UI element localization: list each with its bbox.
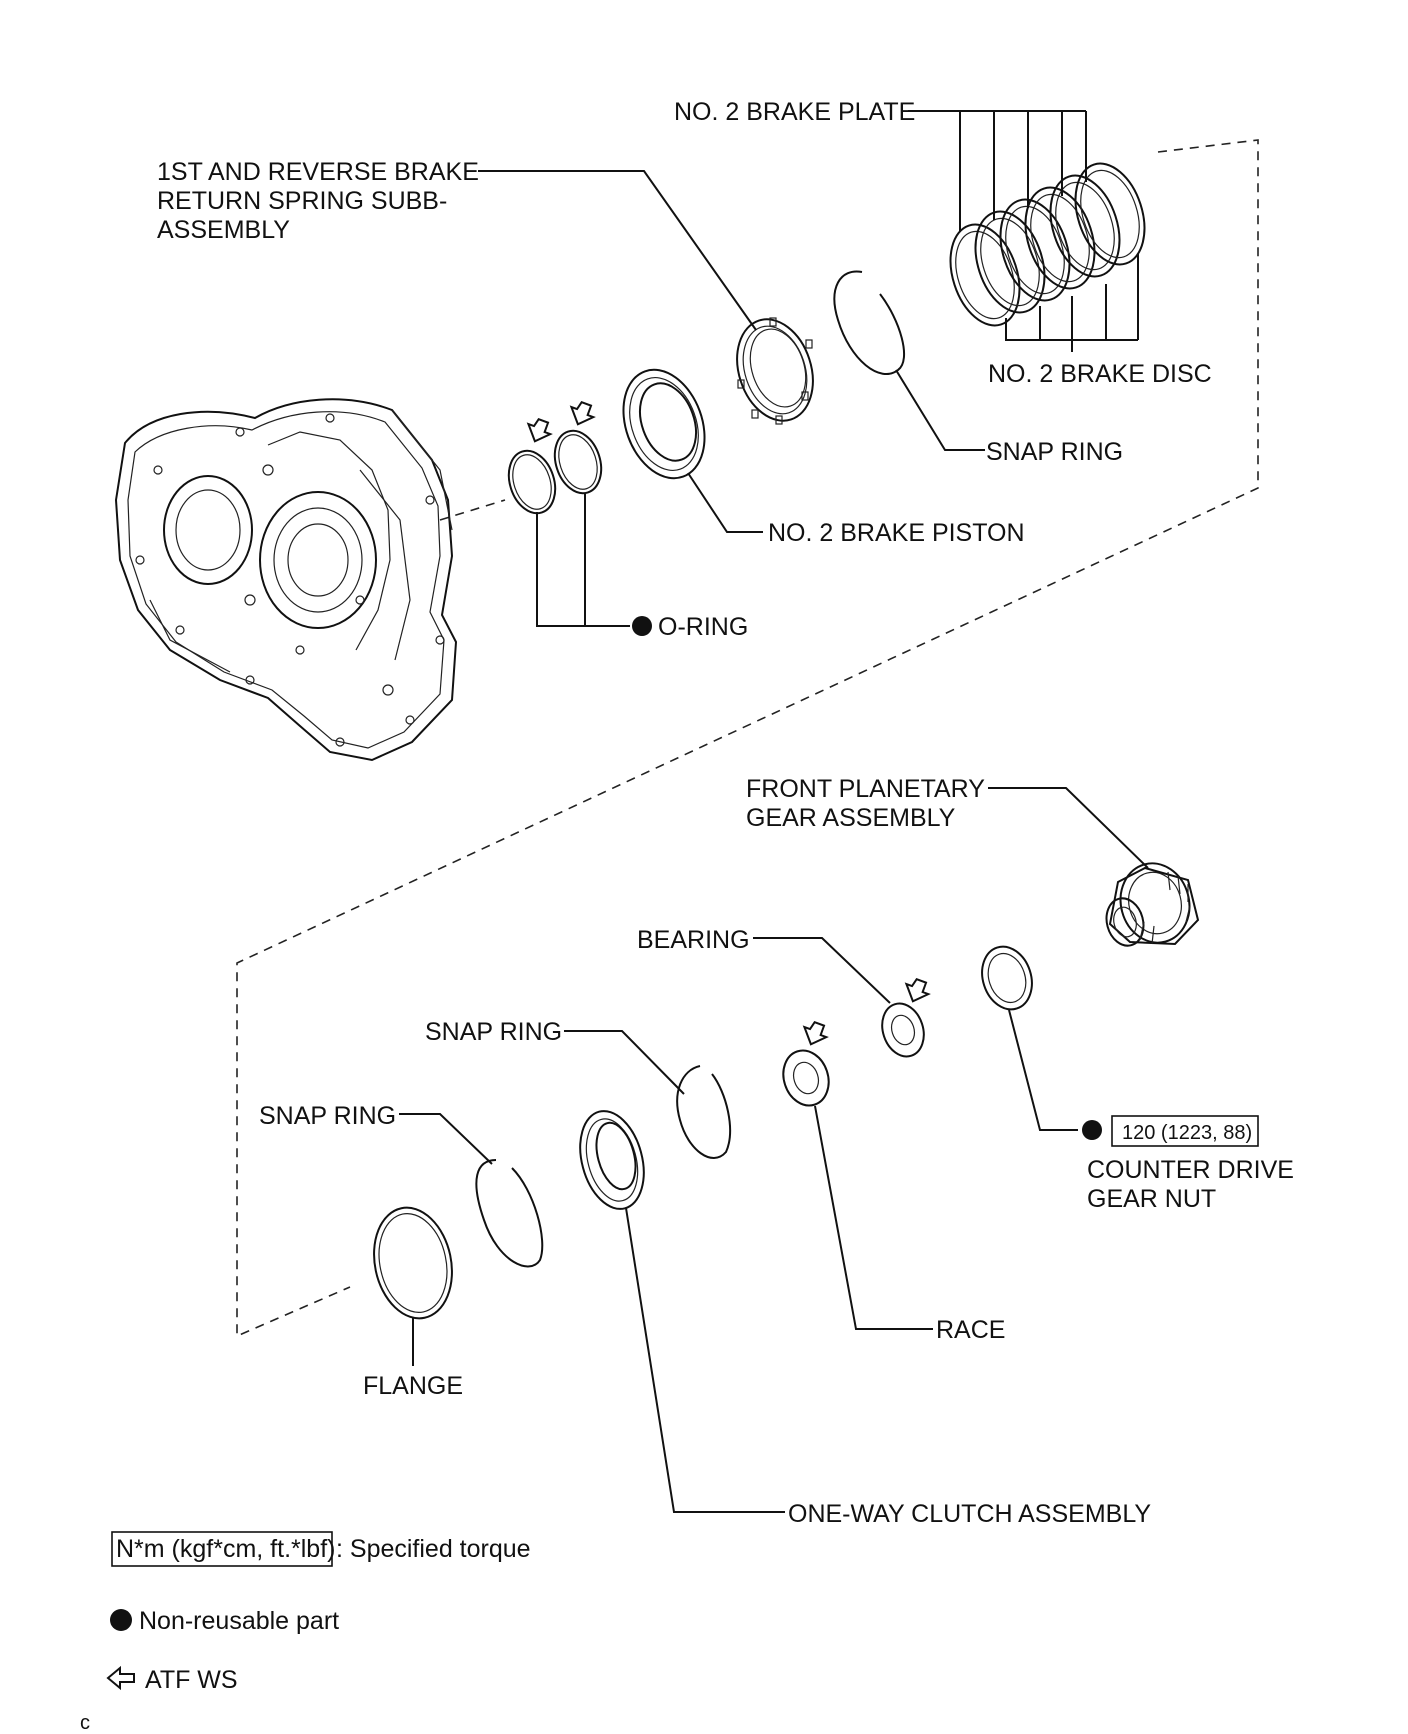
one-way-clutch-part (579, 1110, 645, 1210)
front-planetary-gear-part (1105, 862, 1200, 947)
legend: N*m (kgf*cm, ft.*lbf) : Specified torque… (106, 1531, 531, 1694)
bearing-leader (753, 937, 891, 1004)
return-spring-label-line1: 1ST AND REVERSE BRAKE (157, 158, 479, 186)
return-spring-label-line3: ASSEMBLY (157, 216, 290, 244)
front-planetary-leader (988, 787, 1149, 869)
snap-ring-mid-part (676, 1065, 732, 1159)
torque-value-label: 120 (1223, 88) (1122, 1122, 1252, 1144)
brake-piston-label: NO. 2 BRAKE PISTON (768, 519, 1025, 547)
legend-torque-box (111, 1531, 333, 1567)
brake-disc-label: NO. 2 BRAKE DISC (988, 360, 1212, 388)
flange-label: FLANGE (363, 1372, 463, 1400)
atf-arrow-icon (526, 401, 596, 443)
o-ring-label: O-RING (658, 613, 748, 641)
counter-drive-leader (1008, 1009, 1078, 1131)
brake-plate-disc-stack (949, 162, 1146, 327)
snap-ring-low-leader (399, 1113, 493, 1165)
o-ring-parts (507, 429, 603, 515)
non-reusable-dot (632, 616, 652, 636)
legend-non-reusable-text: Non-reusable part (139, 1607, 339, 1635)
one-way-clutch-leader (625, 1207, 785, 1513)
counter-drive-label-line1: COUNTER DRIVE (1087, 1156, 1294, 1184)
brake-disc-leader (1005, 254, 1139, 352)
bearing-part (881, 1002, 925, 1058)
race-label: RACE (936, 1316, 1005, 1344)
legend-non-reusable-dot (110, 1609, 132, 1631)
dashed-boundary (236, 139, 1259, 1338)
return-spring-part (736, 317, 814, 425)
snap-ring-mid-leader (564, 1030, 685, 1095)
legend-torque-unit: N*m (kgf*cm, ft.*lbf) (116, 1535, 335, 1563)
legend-torque-text: : Specified torque (336, 1535, 531, 1563)
race-leader (814, 1105, 933, 1330)
counter-drive-label-line2: GEAR NUT (1087, 1185, 1216, 1213)
o-ring-leader (536, 494, 630, 627)
snap-ring-low-label: SNAP RING (259, 1102, 396, 1130)
torque-box (1111, 1115, 1259, 1147)
counter-drive-gear-nut-part (981, 945, 1033, 1011)
one-way-clutch-label: ONE-WAY CLUTCH ASSEMBLY (788, 1500, 1151, 1528)
atf-arrow-icon (106, 1665, 135, 1691)
brake-piston-part (622, 368, 706, 480)
flange-part (373, 1206, 453, 1320)
bearing-label: BEARING (637, 926, 750, 954)
transaxle-case-housing (114, 398, 458, 762)
snap-ring-mid-label: SNAP RING (425, 1018, 562, 1046)
atf-arrow-icon (904, 978, 931, 1003)
front-planetary-label-line1: FRONT PLANETARY (746, 775, 985, 803)
non-reusable-dot (1082, 1120, 1102, 1140)
atf-arrow-icon (802, 1021, 829, 1046)
snap-ring-top-label: SNAP RING (986, 438, 1123, 466)
return-spring-leader (478, 170, 757, 331)
return-spring-label-line2: RETURN SPRING SUBB- (157, 187, 447, 215)
snap-ring-top-part (833, 270, 906, 375)
snap-ring-low-part (475, 1159, 544, 1268)
brake-plate-label: NO. 2 BRAKE PLATE (674, 98, 915, 126)
race-part (782, 1049, 830, 1107)
front-planetary-label-line2: GEAR ASSEMBLY (746, 804, 956, 832)
snap-ring-top-leader (895, 369, 985, 451)
legend-atf-text: ATF WS (145, 1666, 238, 1694)
corner-mark: c (80, 1712, 90, 1734)
brake-plate-leader (908, 110, 1087, 232)
brake-piston-leader (687, 472, 763, 533)
